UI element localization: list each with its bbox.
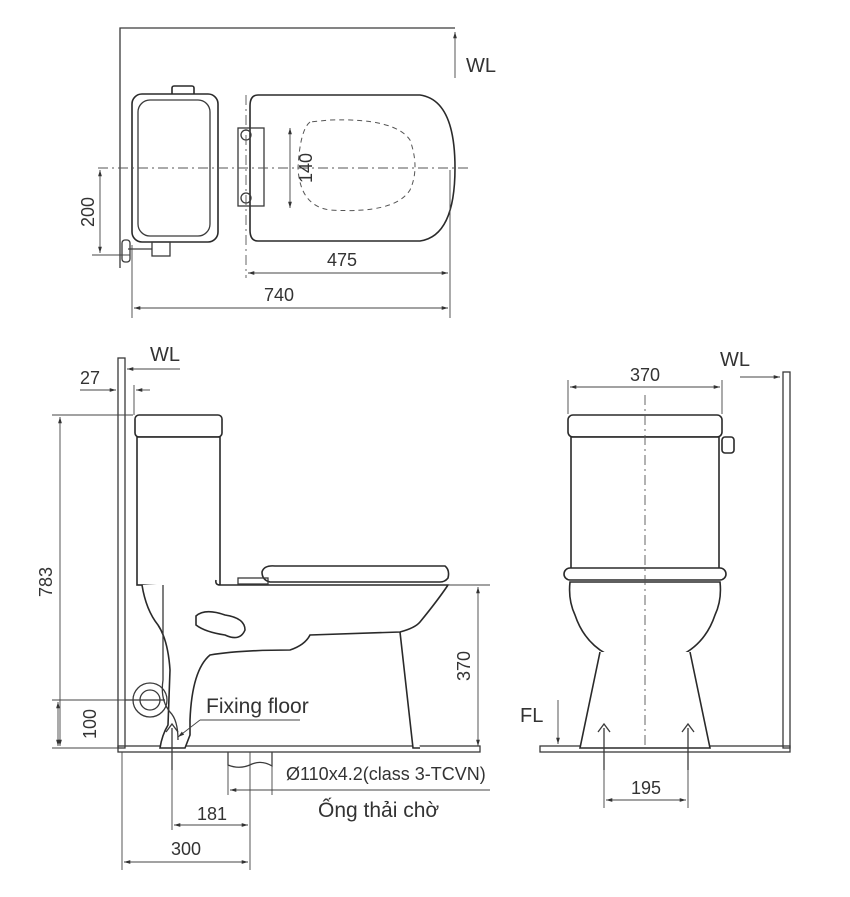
dim-181-label: 181 <box>197 804 227 824</box>
stop-valve-top <box>151 241 171 257</box>
wl-label-front: WL <box>720 349 750 371</box>
pipe-name-note: Ống thải chờ <box>318 798 439 822</box>
top-wall <box>119 27 455 268</box>
leader-arrow <box>177 719 201 738</box>
wl-label-side: WL <box>150 344 180 366</box>
side-wall <box>117 357 126 749</box>
dim-27-label: 27 <box>80 368 100 388</box>
tank-side <box>136 436 221 586</box>
dim-370-front-label: 370 <box>630 365 660 385</box>
dim-200-label: 200 <box>78 197 98 227</box>
pipe-spec-note: Ø110x4.2(class 3-TCVN) <box>286 764 486 784</box>
fixing-floor-note: Fixing floor <box>206 695 309 718</box>
supply-hose <box>161 585 179 741</box>
dim-195-label: 195 <box>631 778 661 798</box>
screw-head <box>165 722 179 733</box>
front-view: WL 370 FL 195 <box>520 349 791 808</box>
fl-label: FL <box>520 705 543 727</box>
dim-475-label: 475 <box>327 250 357 270</box>
side-floor <box>117 745 481 753</box>
side-cutout <box>195 610 246 639</box>
dim-740-label: 740 <box>264 285 294 305</box>
dim-300-label: 300 <box>171 839 201 859</box>
seat-hinge-side <box>237 577 269 585</box>
flush-lever <box>721 436 735 454</box>
screw-head <box>681 722 695 733</box>
screw-head <box>597 722 611 733</box>
hinge <box>237 127 265 207</box>
dim-100-label: 100 <box>80 709 100 739</box>
waste-pipe <box>227 752 273 768</box>
side-view: WL 27 Fixing floor Ø110x4.2(class 3-TCVN… <box>36 344 490 870</box>
valve-flange <box>121 239 131 263</box>
seat-lid-side <box>261 565 450 583</box>
dim-370-side-label: 370 <box>454 651 474 681</box>
tank-lid-side <box>134 414 223 438</box>
dim-783-label: 783 <box>36 567 56 597</box>
bowl-side <box>141 579 450 749</box>
front-wall <box>782 371 791 749</box>
dim-140-label: 140 <box>296 153 316 183</box>
wl-label-top: WL <box>466 55 496 77</box>
pedestal-front <box>399 631 420 749</box>
top-view: WL 200 140 475 740 <box>78 27 496 318</box>
